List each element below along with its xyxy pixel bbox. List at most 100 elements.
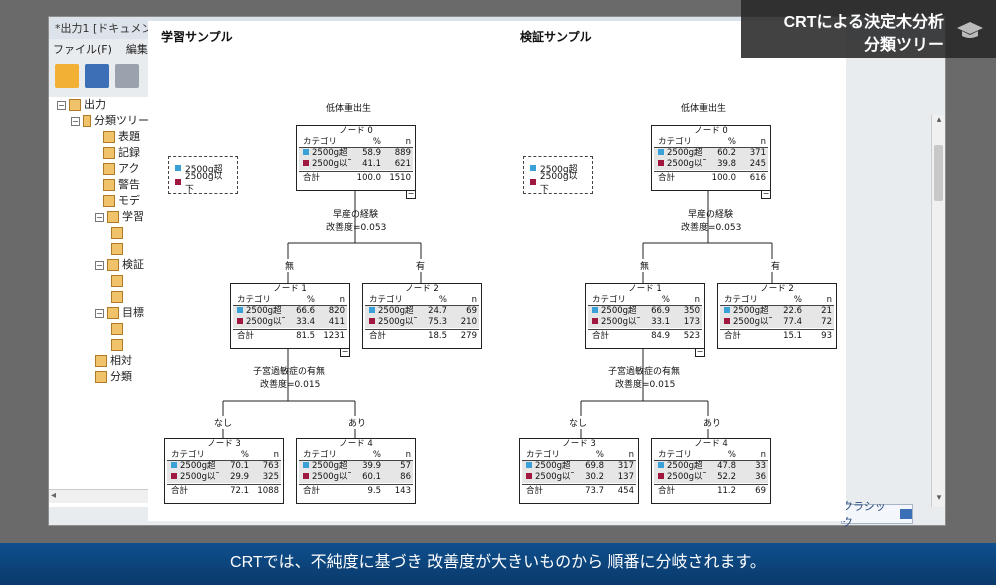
collapse-node-icon[interactable]: − (761, 189, 771, 199)
category-swatch (658, 473, 664, 479)
row-category: 2500g以下 (720, 317, 772, 328)
total-label: 合計 (369, 331, 387, 341)
tree-node[interactable]: ノード 1カテゴリ%n2500g超66.93502500g以下33.1173合計… (585, 283, 705, 357)
collapse-toggle-icon[interactable]: − (71, 116, 80, 126)
collapse-node-icon[interactable]: − (340, 347, 350, 357)
header-percent: % (727, 450, 736, 460)
tree-node[interactable]: ノード 2カテゴリ%n2500g超22.6212500g以下77.472合計15… (717, 283, 837, 349)
collapse-toggle-icon[interactable]: − (95, 212, 104, 222)
tree-node[interactable]: ノード 4カテゴリ%n2500g超39.9572500g以下60.186合計9.… (296, 438, 416, 504)
split1-left-branch: 無 (285, 259, 295, 272)
row-category: 2500g超 (299, 148, 351, 159)
outline-item[interactable]: アク (49, 161, 149, 177)
badge-title: CRTによる決定木分析 (783, 14, 944, 31)
tree-node[interactable]: ノード 1カテゴリ%n2500g超66.68202500g以下33.4411合計… (230, 283, 350, 357)
open-folder-icon[interactable] (55, 64, 79, 88)
save-icon[interactable] (85, 64, 109, 88)
document-icon (111, 275, 123, 287)
scroll-up-icon[interactable]: ▴ (936, 115, 942, 125)
outline-item[interactable]: モデ (49, 193, 149, 209)
total-n: 69 (755, 486, 766, 496)
menu-file[interactable]: ファイル(F) (53, 43, 112, 56)
menu-edit[interactable]: 編集( (125, 43, 153, 56)
outline-item[interactable] (49, 241, 149, 257)
outline-item[interactable] (49, 289, 149, 305)
outline-item[interactable] (49, 337, 149, 353)
row-category: 2500g以下 (654, 159, 706, 170)
split1-left-branch: 無 (640, 259, 650, 272)
outline-item[interactable]: −分類ツリー (49, 113, 149, 129)
tree-node[interactable]: ノード 0カテゴリ%n2500g超58.98892500g以下41.1621合計… (296, 125, 416, 199)
outline-item[interactable]: −検証 (49, 257, 149, 273)
outline-item[interactable] (49, 225, 149, 241)
row-category-label: 2500g超 (180, 461, 216, 471)
row-category-label: 2500g超 (246, 306, 282, 316)
row-n: 210 (460, 317, 477, 327)
print-icon[interactable] (115, 64, 139, 88)
row-category-label: 2500g超 (667, 148, 703, 158)
outline-item[interactable]: 分類 (49, 369, 149, 385)
outline-item[interactable]: 相対 (49, 353, 149, 369)
collapse-node-icon[interactable]: − (406, 189, 416, 199)
row-n: 411 (328, 317, 345, 327)
tree-node[interactable]: ノード 2カテゴリ%n2500g超24.7692500g以下75.3210合計1… (362, 283, 482, 349)
header-percent: % (661, 295, 670, 305)
row-percent: 22.6 (783, 306, 802, 316)
outline-item[interactable] (49, 321, 149, 337)
outline-tree-pane: −出力−分類ツリー表題記録アク警告モデ−学習−検証−目標相対分類 (49, 97, 149, 507)
collapse-toggle-icon[interactable]: − (95, 308, 104, 318)
total-percent: 9.5 (367, 486, 381, 496)
category-swatch (658, 160, 664, 166)
outline-item-label: 出力 (84, 98, 106, 111)
collapse-toggle-icon[interactable]: − (57, 100, 66, 110)
category-swatch (303, 160, 309, 166)
node-title: ノード 3 (207, 439, 241, 449)
tree-node[interactable]: ノード 0カテゴリ%n2500g超60.23712500g以下39.8245合計… (651, 125, 771, 199)
tree-node[interactable]: ノード 4カテゴリ%n2500g超47.8332500g以下52.236合計11… (651, 438, 771, 504)
outline-item[interactable]: 警告 (49, 177, 149, 193)
collapse-node-icon[interactable]: − (695, 347, 705, 357)
tree-node[interactable]: ノード 3カテゴリ%n2500g超69.83172500g以下30.2137合計… (519, 438, 639, 504)
row-category: 2500g超 (365, 306, 417, 317)
legend-label: 2500g超 (540, 164, 578, 175)
category-swatch (171, 473, 177, 479)
header-percent: % (595, 450, 604, 460)
collapse-toggle-icon[interactable]: − (95, 260, 104, 270)
legend-label: 2500g超 (185, 164, 223, 175)
vertical-scrollbar[interactable]: ▴ ▾ (931, 115, 945, 507)
row-category-label: 2500g以下 (312, 472, 351, 482)
row-category-label: 2500g以下 (246, 317, 285, 327)
tree-node[interactable]: ノード 3カテゴリ%n2500g超70.17632500g以下29.9325合計… (164, 438, 284, 504)
row-category: 2500g超 (654, 461, 706, 472)
outline-item[interactable]: 記録 (49, 145, 149, 161)
document-icon (111, 291, 123, 303)
row-category-label: 2500g以下 (378, 317, 417, 327)
row-percent: 69.8 (585, 461, 604, 471)
row-category: 2500g以下 (365, 317, 417, 328)
total-n: 279 (460, 331, 477, 341)
classic-view-button[interactable]: クラシック (841, 500, 913, 529)
row-category: 2500g以下 (299, 472, 351, 483)
header-n: n (405, 450, 411, 460)
horizontal-scrollbar[interactable]: ◂ (49, 489, 149, 503)
header-category: カテゴリ (526, 450, 561, 460)
outline-item[interactable]: 表題 (49, 129, 149, 145)
category-swatch (658, 149, 664, 155)
scroll-down-icon[interactable]: ▾ (936, 493, 942, 503)
outline-item[interactable] (49, 273, 149, 289)
row-n: 86 (400, 472, 411, 482)
row-category-label: 2500g以下 (667, 159, 706, 169)
header-n: n (760, 450, 766, 460)
document-icon (95, 371, 107, 383)
total-percent: 100.0 (711, 173, 736, 183)
node-title: ノード 1 (628, 284, 662, 294)
outline-item[interactable]: −目標 (49, 305, 149, 321)
outline-item[interactable]: − 出力 (49, 97, 149, 113)
outline-item[interactable]: −学習 (49, 209, 149, 225)
category-swatch (237, 318, 243, 324)
category-swatch (658, 462, 664, 468)
scroll-thumb[interactable] (934, 145, 943, 201)
split2-improvement: 改善度=0.015 (615, 380, 676, 390)
